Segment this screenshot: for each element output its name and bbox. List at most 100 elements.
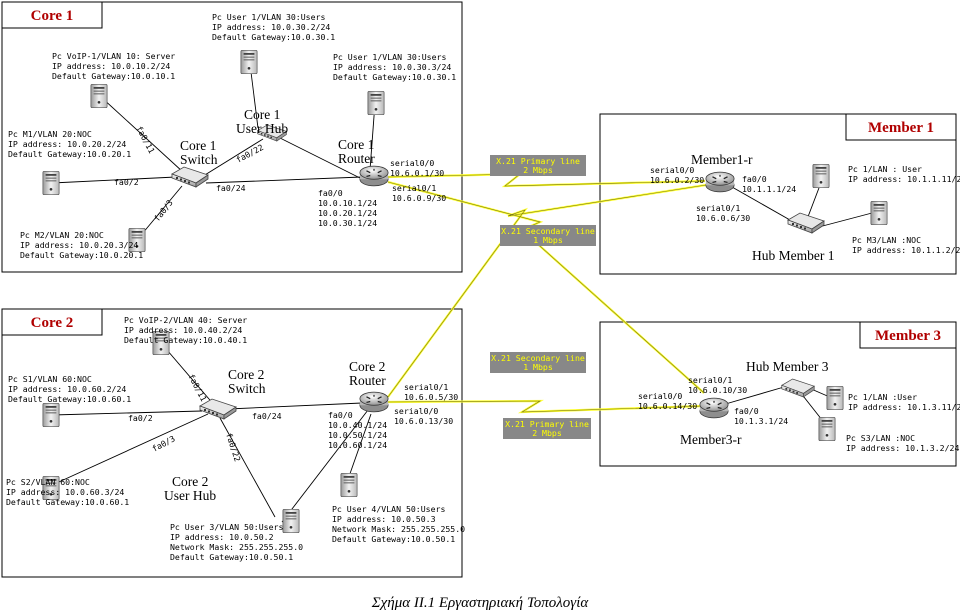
host-m1-m3-l2: IP address: 10.1.1.2/24 — [852, 245, 960, 255]
port-c2-s01-l1: serial0/1 — [404, 382, 448, 392]
port-c1-fa024: fa0/24 — [216, 183, 246, 193]
svg-text:X.21 Secondary line: X.21 Secondary line — [501, 226, 595, 236]
host-c2-user3-l4: Default Gateway:10.0.50.1 — [170, 552, 293, 562]
host-m3-s3-l1: Pc S3/LAN :NOC — [846, 433, 915, 443]
core2-hub-label-2: User Hub — [164, 488, 216, 503]
member1-title: Member 1 — [868, 120, 934, 136]
member1-router-label: Member1-r — [691, 152, 753, 167]
host-c2-s2-l2: IP address: 10.0.60.3/24 — [6, 487, 124, 497]
host-c1-m1-l2: IP address: 10.0.20.2/24 — [8, 139, 126, 149]
host-c2-s1-l2: IP address: 10.0.60.2/24 — [8, 384, 126, 394]
host-c2-user4-l1: Pc User 4/VLAN 50:Users — [332, 504, 445, 514]
pc-icon — [42, 170, 60, 196]
port-c2-fa011: fa0/11 — [186, 372, 209, 403]
member1-title-box — [845, 113, 957, 141]
host-c2-user3-l1: Pc User 3/VLAN 50:Users — [170, 522, 283, 532]
svg-text:1 Mbps: 1 Mbps — [523, 362, 553, 372]
host-m1-lan1-l1: Pc 1/LAN : User — [848, 164, 922, 174]
svg-text:X.21 Secondary line: X.21 Secondary line — [491, 353, 585, 363]
port-m3-fa0-l1: fa0/0 — [734, 406, 759, 416]
host-c1-user1-l1: Pc User 1/VLAN 30:Users — [212, 12, 325, 22]
host-c1-user1-l3: Default Gateway:10.0.30.1 — [212, 32, 335, 42]
host-c2-user3-l2: IP address: 10.0.50.2 — [170, 532, 274, 542]
core2-router-label-1: Core 2 — [349, 359, 385, 374]
port-c1-fa022: fa0/22 — [234, 142, 265, 165]
port-m1-fa0-l1: fa0/0 — [742, 174, 767, 184]
link-label-top-secondary: X.21 Secondary line 1 Mbps — [500, 225, 596, 246]
host-c2-user4-l2: IP address: 10.0.50.3 — [332, 514, 436, 524]
core1-switch-icon — [171, 166, 209, 188]
port-m3-s00-l2: 10.6.0.14/30 — [638, 401, 697, 411]
port-m3-fa0-l2: 10.1.3.1/24 — [734, 416, 788, 426]
core1-title-box — [1, 1, 103, 29]
core1-router-label-1: Core 1 — [338, 137, 374, 152]
host-c1-user1-l2: IP address: 10.0.30.2/24 — [212, 22, 330, 32]
port-m3-s01-l2: 10.6.0.10/30 — [688, 385, 747, 395]
port-m1-s01-l2: 10.6.0.6/30 — [696, 213, 750, 223]
host-c1-m1-l3: Default Gateway:10.0.20.1 — [8, 149, 131, 159]
member3-router-label: Member3-r — [680, 432, 742, 447]
svg-text:X.21 Primary line: X.21 Primary line — [496, 156, 580, 166]
host-c2-s2-l1: Pc S2/VLAN 60:NOC — [6, 477, 90, 487]
pc-icon — [812, 163, 830, 189]
host-c1-voip-l3: Default Gateway:10.0.10.1 — [52, 71, 175, 81]
host-m3-s3-l2: IP address: 10.1.3.2/24 — [846, 443, 959, 453]
core1-switch-label-2: Switch — [180, 152, 218, 167]
port-c1-router-fa0-l3: 10.0.20.1/24 — [318, 208, 377, 218]
member1-hub-icon — [787, 212, 825, 234]
pc-icon — [42, 402, 60, 428]
svg-text:X.21 Primary line: X.21 Primary line — [505, 419, 589, 429]
port-c2-fa02: fa0/2 — [128, 413, 153, 423]
port-c2-s01-l2: 10.6.0.5/30 — [404, 392, 458, 402]
host-c2-user4-l4: Default Gateway:10.0.50.1 — [332, 534, 455, 544]
host-m3-lan1-l2: IP address: 10.1.3.11/24 — [848, 402, 960, 412]
core2-frame — [1, 308, 463, 578]
pc-icon — [240, 49, 258, 75]
host-m3-lan1-l1: Pc 1/LAN :User — [848, 392, 917, 402]
host-c2-s1-l3: Default Gateway:10.0.60.1 — [8, 394, 131, 404]
member1-hub-label: Hub Member 1 — [752, 248, 834, 263]
pc-icon — [818, 416, 836, 442]
host-c2-s2-l3: Default Gateway:10.0.60.1 — [6, 497, 129, 507]
host-c2-voip-l1: Pc VoIP-2/VLAN 40: Server — [124, 315, 247, 325]
port-m1-fa0-l2: 10.1.1.1/24 — [742, 184, 796, 194]
host-c2-voip-l2: IP address: 10.0.40.2/24 — [124, 325, 242, 335]
core2-router-label-2: Router — [349, 373, 386, 388]
core2-router-icon — [359, 391, 389, 413]
port-c1-router-fa0-l2: 10.0.10.1/24 — [318, 198, 377, 208]
core2-switch-label-1: Core 2 — [228, 367, 264, 382]
member3-title: Member 3 — [875, 328, 941, 344]
port-m1-s00-l2: 10.6.0.2/30 — [650, 175, 704, 185]
host-c1-user1b-l3: Default Gateway:10.0.30.1 — [333, 72, 456, 82]
link-label-bottom-primary: X.21 Primary line 2 Mbps — [503, 418, 591, 439]
port-m3-s00-l1: serial0/0 — [638, 391, 682, 401]
core2-title: Core 2 — [31, 315, 74, 331]
port-c2-s00-l1: serial0/0 — [394, 406, 438, 416]
port-m1-s01-l1: serial0/1 — [696, 203, 740, 213]
host-c2-user4-l3: Network Mask: 255.255.255.0 — [332, 524, 465, 534]
port-c2-fa024: fa0/24 — [252, 411, 282, 421]
core1-title: Core 1 — [31, 8, 74, 24]
core2-title-box — [1, 308, 103, 336]
core1-router-icon — [359, 165, 389, 187]
host-m1-m3-l1: Pc M3/LAN :NOC — [852, 235, 921, 245]
member3-title-box — [859, 321, 957, 349]
member1-router-icon — [705, 171, 735, 193]
member3-router-icon — [699, 397, 729, 419]
host-c2-s1-l1: Pc S1/VLAN 60:NOC — [8, 374, 92, 384]
link-label-top-primary: X.21 Primary line 2 Mbps — [490, 155, 586, 176]
port-c2-router-fa0-l4: 10.0.60.1/24 — [328, 440, 387, 450]
port-c1-s00-l2: 10.6.0.1/30 — [390, 168, 444, 178]
member3-hub-icon — [781, 378, 815, 398]
port-c1-s01-l2: 10.6.0.9/30 — [392, 193, 446, 203]
port-c2-fa03: fa0/3 — [150, 433, 177, 453]
host-c1-m1-l1: Pc M1/VLAN 20:NOC — [8, 129, 92, 139]
host-c2-voip-l3: Default Gateway:10.0.40.1 — [124, 335, 247, 345]
core1-hub-label-2: User Hub — [236, 121, 288, 136]
port-c1-fa02: fa0/2 — [114, 177, 139, 187]
host-c1-voip-l1: Pc VoIP-1/VLAN 10: Server — [52, 51, 175, 61]
port-c2-router-fa0-l3: 10.0.50.1/24 — [328, 430, 387, 440]
port-c2-fa022: fa0/22 — [224, 432, 243, 463]
core1-router-label-2: Router — [338, 151, 375, 166]
